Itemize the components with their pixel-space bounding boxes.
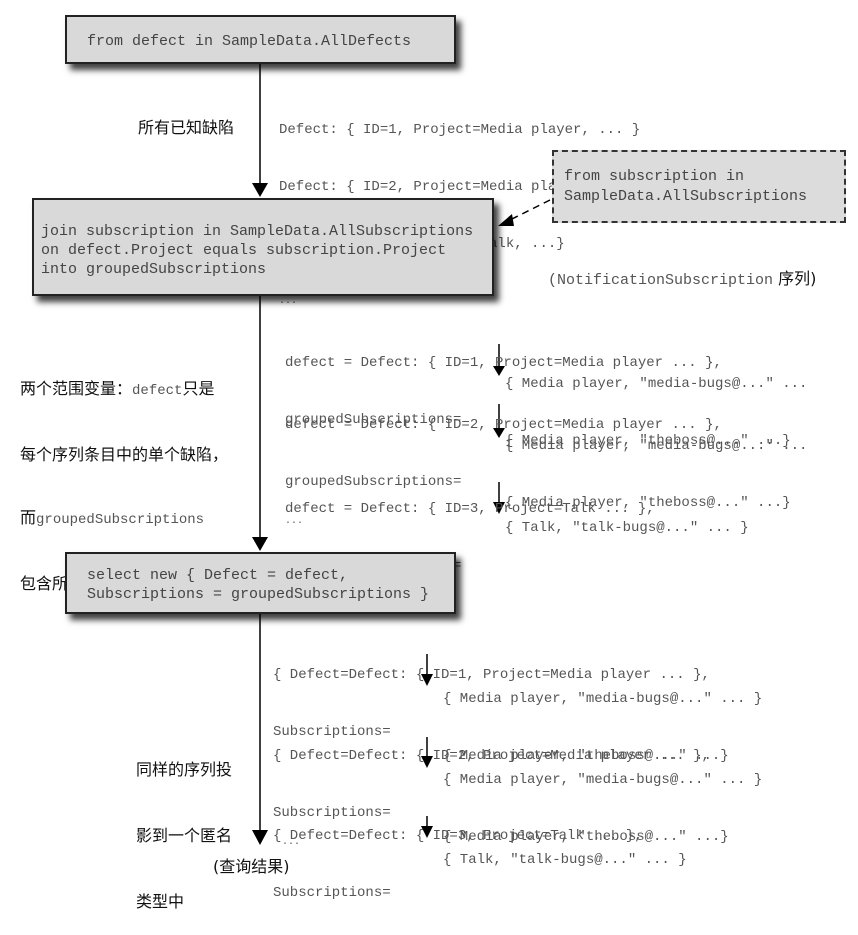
- connectors: [252, 63, 551, 845]
- arrowhead-icon: [498, 214, 514, 226]
- join-line: join subscription in SampleData.AllSubsc…: [41, 223, 474, 240]
- result-entry: { Defect=Defect: { ID=1, Project=Media p…: [273, 628, 710, 761]
- group-label: groupedSubscriptions=: [285, 412, 462, 428]
- subscription-item: { Media player, "media-bugs@..." ...: [505, 438, 808, 454]
- note-code: defect: [132, 383, 183, 399]
- subscription-item: { Talk, "talk-bugs@..." ... }: [443, 852, 687, 868]
- arrowhead-icon: [421, 674, 433, 686]
- group-defect: defect = Defect: { ID=1, Project=Media p…: [285, 355, 722, 371]
- subscription-item: { Media player, "theboss@..." ...}: [505, 433, 791, 449]
- subscription-item: { Talk, "talk-bugs@..." ... }: [505, 520, 749, 536]
- subscription-source-line: SampleData.AllSubscriptions: [564, 188, 808, 205]
- select-clause-box: select new { Defect = defect, Subscripti…: [65, 552, 456, 614]
- result-defect: { Defect=Defect: { ID=1, Project=Media p…: [273, 667, 710, 683]
- subscription-item: { Media player, "theboss@..." ...}: [505, 495, 791, 511]
- from-clause-text: from defect in SampleData.AllDefects: [87, 33, 412, 50]
- subscription-item: { Media player, "theboss@..." ...}: [443, 748, 729, 764]
- note-text: 同样的序列投: [136, 760, 233, 779]
- result-defect: { Defect=Defect: { ID=3, Project=Talk ..…: [273, 828, 643, 844]
- group-entry: defect = Defect: { ID=1, Project=Media p…: [285, 316, 722, 449]
- select-line: Subscriptions = groupedSubscriptions }: [87, 586, 430, 603]
- query-result-label: (查询结果): [213, 857, 290, 876]
- subscription-item: { Media player, "theboss@..." ...}: [443, 829, 729, 845]
- note-text: 影到一个匿名: [136, 826, 233, 845]
- result-subscriptions: { Media player, "media-bugs@..." ... } {…: [443, 733, 762, 866]
- note-text: 两个范围变量：: [20, 379, 133, 398]
- arrowhead-icon: [252, 830, 268, 845]
- subscription-sequence-suffix: 序列): [773, 269, 817, 288]
- join-clause-box: join subscription in SampleData.AllSubsc…: [32, 198, 494, 296]
- result-subs-label: Subscriptions=: [273, 805, 391, 821]
- join-line: on defect.Project equals subscription.Pr…: [41, 242, 447, 259]
- projection-note: 同样的序列投 影到一个匿名 类型中: [136, 715, 232, 935]
- subscription-source-box: from subscription in SampleData.AllSubsc…: [552, 150, 846, 223]
- result-subs-label: Subscriptions=: [273, 724, 391, 740]
- note-text: 类型中: [136, 892, 185, 911]
- subscription-item: { Media player, "media-bugs@..." ...: [505, 376, 808, 392]
- arrowhead-icon: [252, 183, 268, 197]
- group-entry: defect = Defect: { ID=2, Project=Media p…: [285, 378, 722, 511]
- result-subscriptions: { Talk, "talk-bugs@..." ... }: [443, 813, 687, 889]
- defect-item: Defect: { ID=1, Project=Media player, ..…: [279, 122, 641, 138]
- subscription-sequence-label: (NotificationSubscription 序列): [540, 246, 816, 292]
- from-clause-box: from defect in SampleData.AllDefects: [65, 15, 456, 64]
- ellipsis: ...: [285, 516, 304, 527]
- note-text: 只是: [182, 379, 215, 398]
- arrowhead-icon: [493, 428, 505, 438]
- subscription-item: { Media player, "media-bugs@..." ... }: [443, 772, 763, 788]
- result-defect: { Defect=Defect: { ID=2, Project=Media p…: [273, 748, 710, 764]
- arrowhead-icon: [493, 502, 505, 514]
- group-subscriptions: { Media player, "media-bugs@..." ... { M…: [505, 399, 807, 532]
- note-text: 每个序列条目中的单个缺陷，: [20, 445, 229, 464]
- arrowhead-icon: [421, 826, 433, 838]
- ellipsis: ...: [282, 837, 301, 848]
- dashed-arrow-subscriptions-to-join: [509, 199, 551, 221]
- select-line: select new { Defect = defect,: [87, 567, 349, 584]
- group-defect: defect = Defect: { ID=2, Project=Media p…: [285, 417, 722, 433]
- subscription-item: { Media player, "media-bugs@..." ... }: [443, 691, 763, 707]
- arrowhead-icon: [421, 756, 433, 768]
- group-subscriptions: { Talk, "talk-bugs@..." ... }: [505, 481, 749, 557]
- note-code: groupedSubscriptions: [36, 512, 205, 528]
- join-line: into groupedSubscriptions: [41, 261, 267, 278]
- arrowhead-icon: [252, 537, 268, 551]
- arrowhead-icon: [493, 366, 505, 376]
- note-text: 而: [20, 508, 37, 527]
- all-defects-label: 所有已知缺陷: [138, 118, 235, 137]
- subscription-source-line: from subscription in: [564, 168, 745, 185]
- ellipsis: ...: [279, 296, 298, 307]
- group-defect: defect = Defect: { ID=3, Project=Talk ..…: [285, 501, 655, 517]
- group-label: groupedSubscriptions=: [285, 474, 462, 490]
- result-entry: { Defect=Defect: { ID=2, Project=Media p…: [273, 709, 710, 842]
- group-subscriptions: { Media player, "media-bugs@..." ... { M…: [505, 337, 807, 470]
- subscription-sequence-code: (NotificationSubscription: [548, 272, 774, 289]
- result-subscriptions: { Media player, "media-bugs@..." ... } {…: [443, 652, 762, 785]
